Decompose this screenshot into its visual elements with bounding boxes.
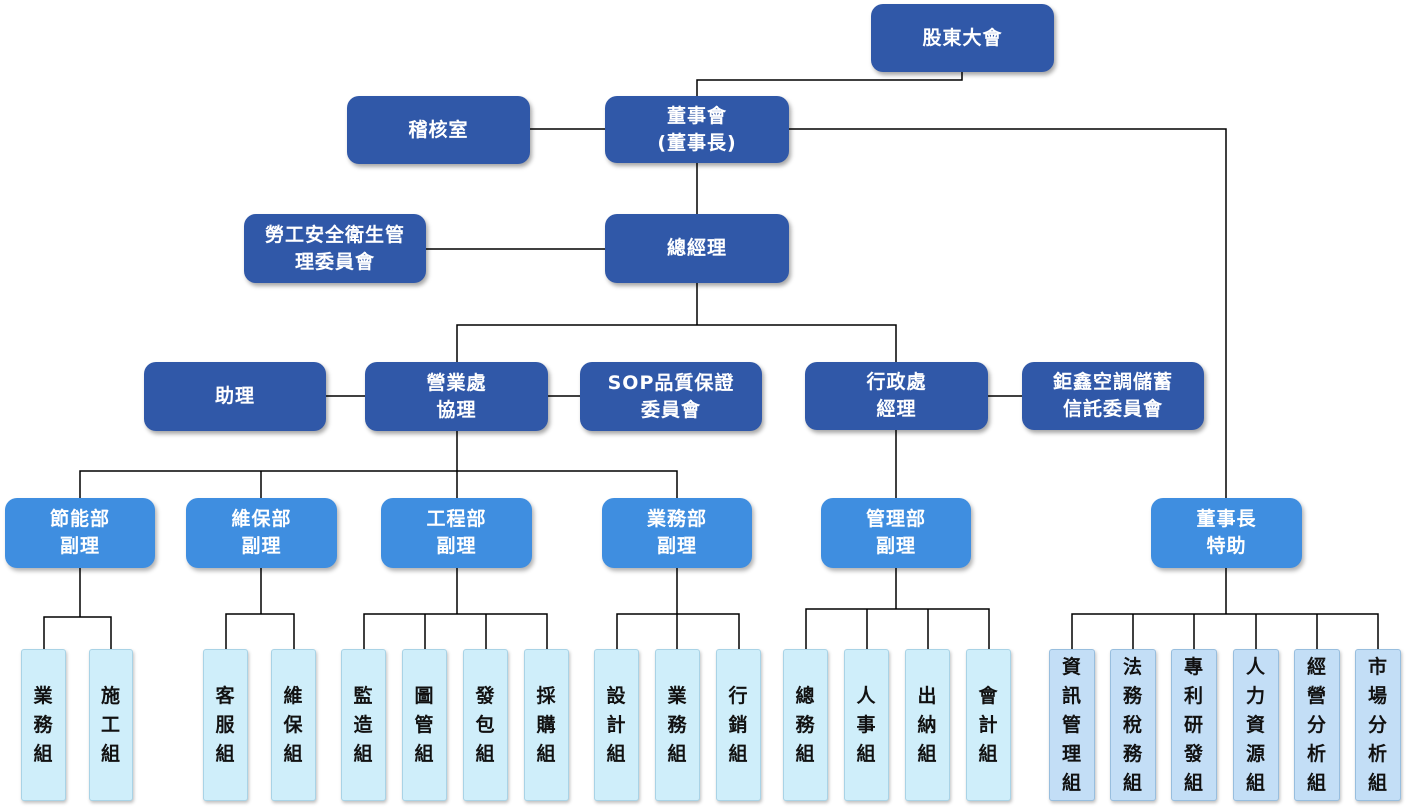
- energy-dept-node: 節能部 副理: [5, 498, 155, 568]
- connector: [1071, 613, 1379, 649]
- management-dept-node: 管理部 副理: [821, 498, 971, 568]
- admin-division-node: 行政處 經理: [805, 362, 988, 430]
- group-node: 法 務 稅 務 組: [1110, 649, 1156, 801]
- group-node: 設 計 組: [594, 649, 639, 801]
- connector: [363, 613, 548, 649]
- group-node: 業 務 組: [21, 649, 66, 801]
- group-node: 人 力 資 源 組: [1233, 649, 1279, 801]
- group-node: 發 包 組: [463, 649, 508, 801]
- group-node: 資 訊 管 理 組: [1049, 649, 1095, 801]
- connector: [456, 324, 897, 362]
- group-node: 客 服 組: [203, 649, 248, 801]
- general-manager-node: 總經理: [605, 214, 789, 283]
- connector: [696, 72, 963, 96]
- group-node: 採 購 組: [524, 649, 569, 801]
- group-node: 會 計 組: [966, 649, 1011, 801]
- group-node: 維 保 組: [271, 649, 316, 801]
- connector: [805, 608, 990, 649]
- group-node: 行 銷 組: [716, 649, 761, 801]
- group-node: 圖 管 組: [402, 649, 447, 801]
- special-assistant-node: 董事長 特助: [1151, 498, 1302, 568]
- group-node: 出 納 組: [905, 649, 950, 801]
- group-node: 業 務 組: [655, 649, 700, 801]
- sales-division-node: 營業處 協理: [365, 362, 548, 431]
- maintenance-dept-node: 維保部 副理: [186, 498, 337, 568]
- connector: [225, 613, 295, 649]
- shareholders-node: 股東大會: [871, 4, 1054, 72]
- group-node: 施 工 組: [89, 649, 133, 801]
- board-node: 董事會 (董事長): [605, 96, 789, 163]
- group-node: 監 造 組: [341, 649, 386, 801]
- engineering-dept-node: 工程部 副理: [381, 498, 532, 568]
- group-node: 經 營 分 析 組: [1294, 649, 1340, 801]
- sop-committee-node: SOP品質保證 委員會: [580, 362, 762, 431]
- connector: [789, 128, 1227, 498]
- group-node: 市 場 分 析 組: [1355, 649, 1401, 801]
- trust-committee-node: 鉅鑫空調儲蓄 信託委員會: [1022, 362, 1204, 430]
- group-node: 總 務 組: [783, 649, 828, 801]
- connector: [43, 616, 112, 649]
- group-node: 人 事 組: [844, 649, 889, 801]
- business-dept-node: 業務部 副理: [602, 498, 752, 568]
- connector: [79, 470, 678, 498]
- assistant-node: 助理: [144, 362, 326, 431]
- safety-committee-node: 勞工安全衛生管 理委員會: [244, 214, 426, 283]
- audit-office-node: 稽核室: [347, 96, 530, 164]
- connector: [616, 613, 740, 649]
- group-node: 專 利 研 發 組: [1171, 649, 1217, 801]
